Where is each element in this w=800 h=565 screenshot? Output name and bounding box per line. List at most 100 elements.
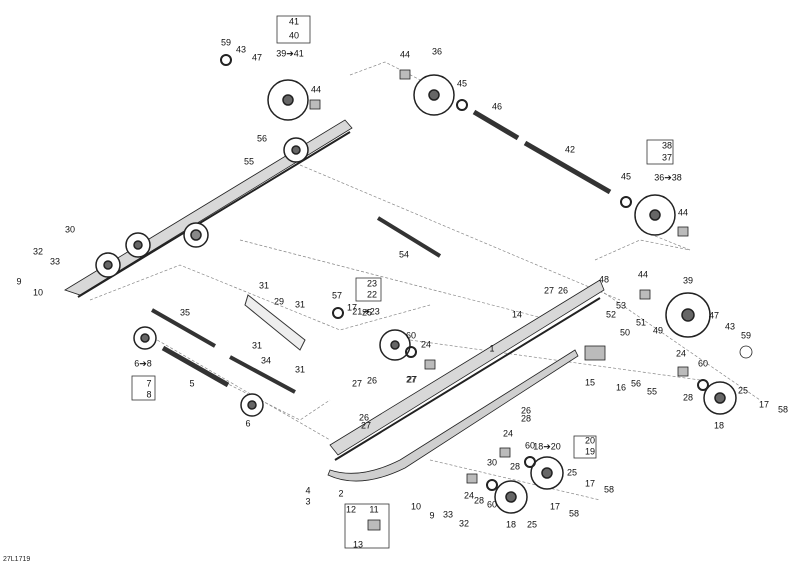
callout-number: 9: [429, 510, 435, 521]
callout-number: 4: [305, 485, 311, 496]
callout-number: 27: [351, 378, 363, 389]
callout-number: 32: [32, 246, 44, 257]
callout-number: 28: [520, 413, 532, 424]
callout-number: 17: [758, 399, 770, 410]
callout-number: 50: [619, 327, 631, 338]
callout-number: 9: [16, 276, 22, 287]
callout-number: 52: [605, 309, 617, 320]
callout-number: 28: [682, 392, 694, 403]
callout-number: 60: [486, 499, 498, 510]
leader-lines: [89, 61, 761, 501]
callout-number: 12: [345, 504, 357, 515]
callout-number: 24: [420, 339, 432, 350]
callout-number: 24: [463, 490, 475, 501]
callout-number: 44: [637, 269, 649, 280]
callout-boxes: [131, 15, 674, 549]
callout-number: 60: [524, 440, 536, 451]
small-parts: [220, 54, 753, 531]
callout-number: 51: [635, 317, 647, 328]
rails: [64, 119, 605, 482]
callout-number: 18➔20: [533, 441, 561, 452]
callout-number: 59: [740, 330, 752, 341]
callout-number: 58: [568, 508, 580, 519]
callout-number: 25: [361, 307, 373, 318]
callout-number: 44: [677, 207, 689, 218]
callout-number: 60: [405, 330, 417, 341]
callout-number: 1: [489, 343, 495, 354]
callout-number: 16: [615, 382, 627, 393]
callout-number: 24: [675, 348, 687, 359]
callout-number: 7: [146, 378, 152, 389]
callout-number: 45: [620, 171, 632, 182]
callout-number: 47: [708, 310, 720, 321]
callout-number: 33: [49, 256, 61, 267]
callout-number: 34: [260, 355, 272, 366]
callout-number: 10: [32, 287, 44, 298]
callout-number: 19: [584, 446, 596, 457]
callout-number: 25: [737, 385, 749, 396]
callout-number: 22: [366, 289, 378, 300]
callout-number: 24: [502, 428, 514, 439]
callout-number: 36➔38: [654, 172, 682, 183]
callout-number: 59: [220, 37, 232, 48]
callout-number: 48: [598, 274, 610, 285]
callout-number: 37: [661, 152, 673, 163]
callout-number: 53: [615, 300, 627, 311]
callout-number: 60: [697, 358, 709, 369]
callout-number: 6: [245, 418, 251, 429]
callout-number: 39: [682, 275, 694, 286]
callout-number: 39➔41: [276, 48, 304, 59]
callout-number: 6➔8: [134, 358, 152, 369]
callout-number: 26: [358, 412, 370, 423]
callout-number: 55: [646, 386, 658, 397]
callout-number: 49: [652, 325, 664, 336]
callout-number: 38: [661, 140, 673, 151]
callout-number: 42: [564, 144, 576, 155]
callout-number: 25: [526, 519, 538, 530]
callout-number: 56: [256, 133, 268, 144]
callout-number: 27: [406, 374, 418, 385]
callout-number: 32: [458, 518, 470, 529]
callout-number: 31: [251, 340, 263, 351]
callout-number: 25: [566, 467, 578, 478]
callout-number: 30: [64, 224, 76, 235]
callout-number: 17: [584, 478, 596, 489]
callout-number: 23: [366, 278, 378, 289]
callout-number: 28: [473, 495, 485, 506]
callout-number: 57: [331, 290, 343, 301]
callout-number: 3: [305, 496, 311, 507]
callout-number: 5: [189, 378, 195, 389]
callout-number: 40: [288, 30, 300, 41]
callout-number: 35: [179, 307, 191, 318]
callout-number: 2: [338, 488, 344, 499]
callout-number: 13: [352, 539, 364, 550]
callout-number: 28: [509, 461, 521, 472]
callout-number: 58: [777, 404, 789, 415]
callout-number: 27: [360, 420, 372, 431]
callout-number: 58: [603, 484, 615, 495]
callout-number: 43: [724, 321, 736, 332]
callout-number: 54: [398, 249, 410, 260]
callout-number: 21➔23: [352, 306, 380, 317]
callout-number: 43: [235, 44, 247, 55]
callout-number: 56: [630, 378, 642, 389]
callout-number: 44: [399, 49, 411, 60]
callout-number: 55: [243, 156, 255, 167]
callout-number: 20: [584, 435, 596, 446]
callout-number: 47: [251, 52, 263, 63]
wheels: [95, 74, 737, 514]
callout-number: 27: [543, 285, 555, 296]
callout-number: 36: [431, 46, 443, 57]
callout-number: 26: [366, 375, 378, 386]
callout-number: 15: [584, 377, 596, 388]
callout-number: 33: [442, 509, 454, 520]
shafts: [151, 109, 612, 394]
callout-number: 26: [520, 405, 532, 416]
callout-number: 18: [505, 519, 517, 530]
callout-number: 31: [294, 299, 306, 310]
callout-number: 44: [310, 84, 322, 95]
callout-number: 11: [369, 504, 379, 515]
callout-number: 10: [410, 501, 422, 512]
